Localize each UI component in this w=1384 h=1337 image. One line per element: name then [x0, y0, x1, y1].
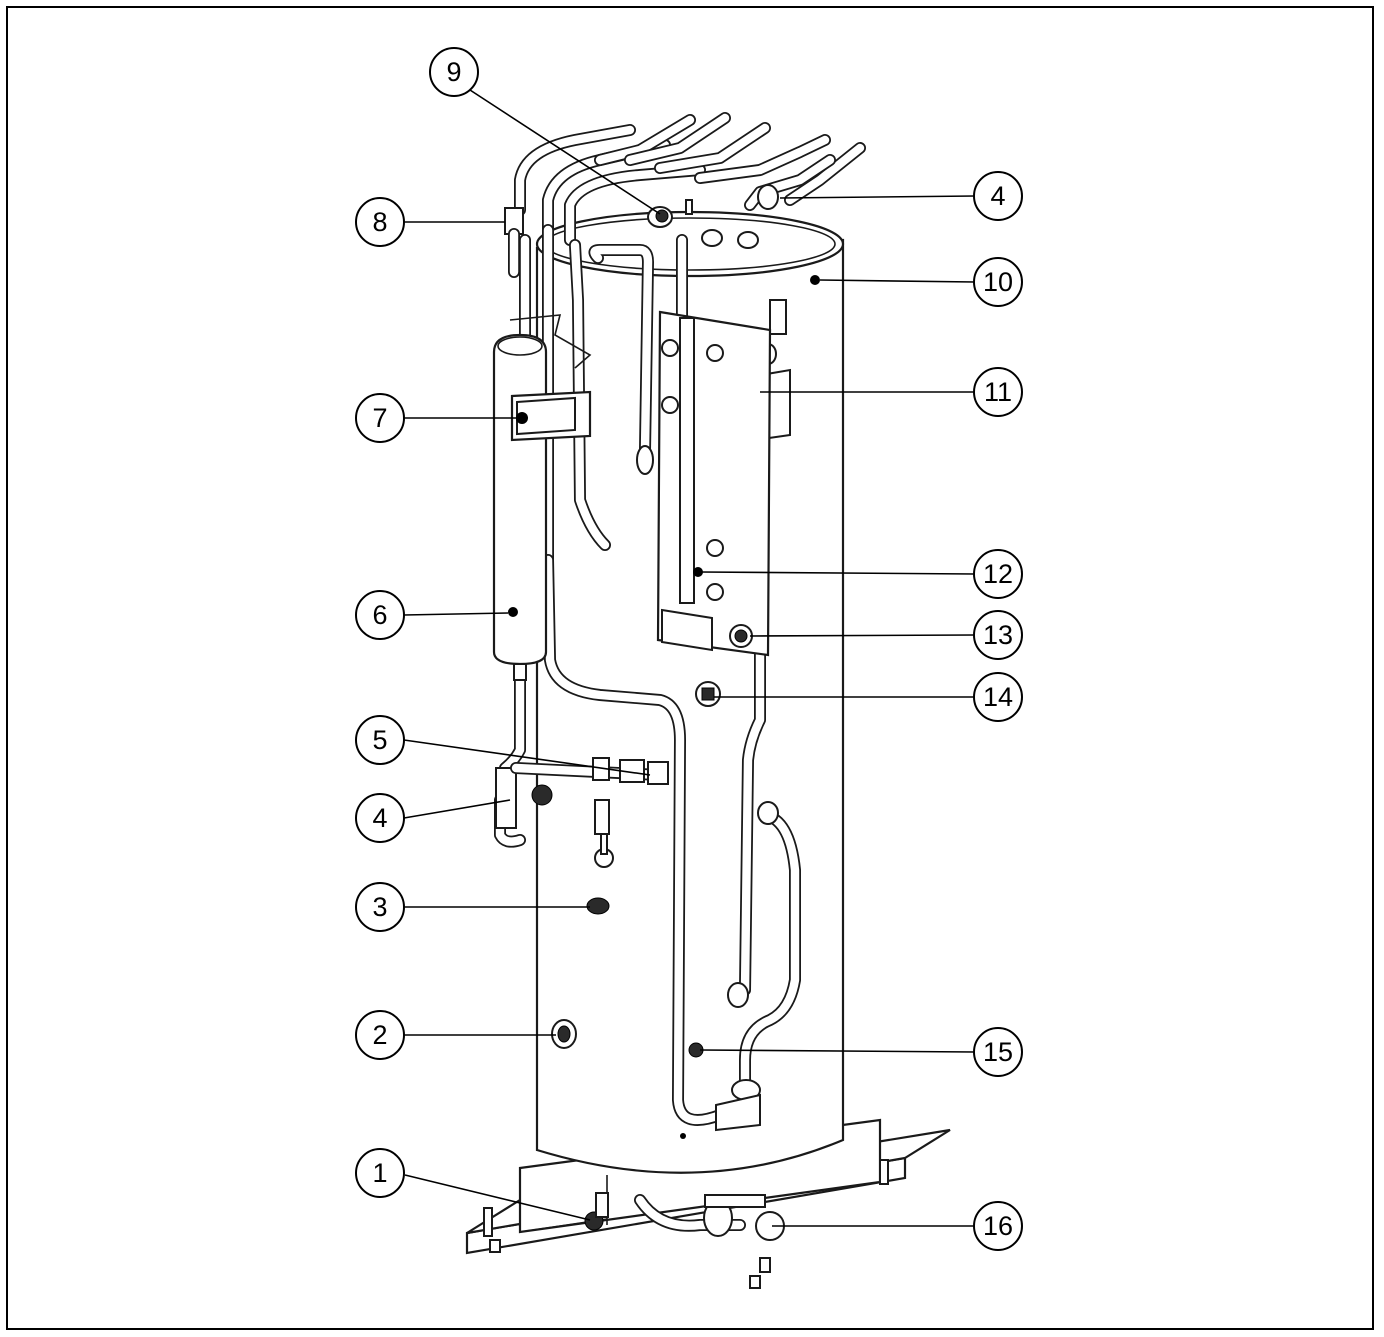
bottom-fittings	[584, 1192, 785, 1241]
expansion-vessel	[492, 333, 548, 681]
callout-label-7: 7	[372, 403, 387, 433]
callout-label-14: 14	[983, 682, 1013, 712]
callout-1: 1	[355, 1148, 405, 1198]
callout-9: 9	[429, 47, 479, 97]
callout-label-12: 12	[983, 559, 1013, 589]
callout-11: 11	[973, 367, 1023, 417]
callout-label-5: 5	[372, 725, 387, 755]
callout-4-upper: 4	[973, 171, 1023, 221]
callout-12: 12	[973, 549, 1023, 599]
callout-label-16: 16	[983, 1211, 1013, 1241]
callout-label-4-upper: 4	[990, 181, 1005, 211]
electrical-panel	[656, 310, 772, 657]
callout-5: 5	[355, 715, 405, 765]
air-vent-valve	[504, 207, 592, 369]
callout-7: 7	[355, 393, 405, 443]
sensor-port	[695, 681, 721, 707]
callout-label-9: 9	[446, 57, 461, 87]
callouts: 1 2 3 4 4 5 6 7	[355, 47, 1023, 1251]
callout-label-3: 3	[372, 892, 387, 922]
callout-label-13: 13	[983, 620, 1013, 650]
callout-14: 14	[973, 672, 1023, 722]
callout-label-6: 6	[372, 600, 387, 630]
callout-label-11: 11	[984, 377, 1012, 407]
callout-label-8: 8	[372, 207, 387, 237]
callout-15: 15	[973, 1027, 1023, 1077]
callout-label-4-lower: 4	[372, 803, 387, 833]
callout-label-1: 1	[372, 1158, 387, 1188]
leader-lines	[403, 89, 976, 1227]
callout-10: 10	[973, 257, 1023, 307]
marker-dot-10	[810, 275, 820, 285]
callout-2: 2	[355, 1010, 405, 1060]
callout-4-lower: 4	[355, 793, 405, 843]
left-pipes	[494, 224, 726, 1126]
callout-13: 13	[973, 610, 1023, 660]
lower-valves	[495, 757, 704, 1058]
marker-dot-12	[693, 567, 703, 577]
drawing-frame	[6, 6, 1374, 1330]
controller-display	[510, 390, 592, 442]
callout-label-10: 10	[983, 267, 1013, 297]
callout-3: 3	[355, 882, 405, 932]
callout-8: 8	[355, 197, 405, 247]
callout-16: 16	[973, 1201, 1023, 1251]
callout-label-2: 2	[372, 1020, 387, 1050]
top-pipes	[514, 112, 866, 249]
callout-label-15: 15	[983, 1037, 1013, 1067]
callout-6: 6	[355, 590, 405, 640]
